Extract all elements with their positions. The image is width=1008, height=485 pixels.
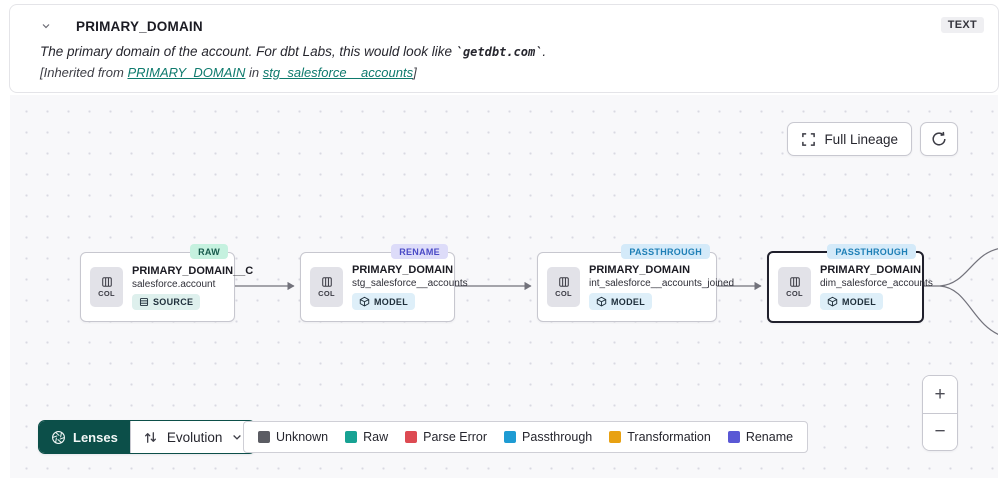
legend-swatch [405, 431, 418, 443]
col-chip-label: COL [555, 289, 572, 298]
legend-swatch [345, 431, 358, 443]
description-code: `getdbt.com` [455, 45, 543, 59]
legend-item-parse-error: Parse Error [405, 430, 487, 444]
resource-type-label: MODEL [374, 296, 408, 307]
lineage-node-int-salesforce-accounts-joined[interactable]: PASSTHROUGH COL PRIMARY_DOMAIN int_sales… [537, 244, 734, 322]
node-body: PRIMARY_DOMAIN dim_salesforce_accounts M… [820, 264, 933, 310]
node-model-name: stg_salesforce__accounts [352, 278, 468, 289]
legend-label: Unknown [276, 430, 329, 444]
inherited-suffix: ] [413, 65, 417, 80]
resource-type-label: MODEL [842, 296, 876, 307]
lens-dropdown[interactable]: Evolution [129, 421, 256, 453]
title-row: PRIMARY_DOMAIN TEXT [26, 15, 984, 37]
lineage-node-dim-salesforce-accounts[interactable]: PASSTHROUGH COL PRIMARY_DOMAIN dim_sales… [767, 244, 933, 323]
lineage-status-badge: RENAME [391, 244, 448, 259]
node-column-name: PRIMARY_DOMAIN [589, 264, 691, 276]
legend-item-transformation: Transformation [609, 430, 711, 444]
legend-swatch [258, 431, 270, 443]
col-chip-label: COL [98, 289, 115, 298]
legend-label: Rename [745, 430, 794, 444]
aperture-icon [51, 430, 66, 445]
legend-item-rename: Rename [727, 430, 794, 444]
node-model-name: salesforce.account [132, 278, 216, 290]
node-body: PRIMARY_DOMAIN stg_salesforce__accounts … [352, 264, 468, 310]
lineage-legend: Unknown Raw Parse Error Passthrough Tran… [243, 421, 809, 453]
zoom-controls: + − [922, 375, 958, 451]
legend-label: Raw [363, 430, 389, 444]
node-model-name: dim_salesforce_accounts [820, 278, 933, 289]
column-chip: COL [310, 267, 343, 307]
lineage-edges [235, 248, 998, 335]
lenses-button[interactable]: Lenses [39, 421, 130, 453]
columns-icon [101, 276, 113, 288]
refresh-button[interactable] [920, 122, 958, 156]
column-chip: COL [778, 267, 811, 307]
column-description: The primary domain of the account. For d… [40, 44, 982, 59]
lineage-node-salesforce-account[interactable]: RAW COL PRIMARY_DOMAIN__C salesforce.acc… [80, 244, 253, 322]
refresh-icon [931, 131, 947, 147]
legend-item-raw: Raw [345, 430, 388, 444]
resource-type-label: SOURCE [153, 296, 194, 307]
resource-type-badge: SOURCE [132, 293, 201, 310]
zoom-out-button[interactable]: − [923, 413, 957, 450]
description-period: . [542, 44, 547, 59]
legend-item-unknown: Unknown [258, 430, 328, 444]
column-chip: COL [547, 267, 580, 307]
model-cube-icon [827, 296, 838, 307]
inherited-from-line: [Inherited from PRIMARY_DOMAIN in stg_sa… [40, 65, 982, 80]
legend-swatch [609, 431, 622, 443]
chevron-down-icon [231, 431, 243, 443]
node-body: PRIMARY_DOMAIN__C salesforce.account SOU… [132, 265, 253, 310]
resource-type-badge: MODEL [589, 293, 652, 310]
data-type-badge: TEXT [940, 17, 984, 33]
model-cube-icon [596, 296, 607, 307]
lens-controls: Lenses Evolution [38, 420, 257, 454]
full-lineage-label: Full Lineage [824, 131, 898, 147]
source-icon [139, 297, 149, 307]
columns-icon [558, 276, 570, 288]
inherited-prefix: [Inherited from [40, 65, 128, 80]
collapse-chevron-icon[interactable] [38, 18, 54, 34]
legend-item-passthrough: Passthrough [504, 430, 592, 444]
node-column-name: PRIMARY_DOMAIN__C [132, 264, 254, 277]
legend-swatch [504, 431, 517, 443]
model-cube-icon [359, 296, 370, 307]
lens-selected-label: Evolution [166, 429, 223, 445]
column-chip: COL [90, 267, 123, 307]
full-lineage-button[interactable]: Full Lineage [787, 122, 912, 156]
legend-swatch [727, 431, 740, 443]
inherited-model-link[interactable]: stg_salesforce__accounts [262, 65, 414, 80]
lineage-canvas[interactable]: RAW COL PRIMARY_DOMAIN__C salesforce.acc… [10, 95, 998, 478]
lineage-node-stg-salesforce-accounts[interactable]: RENAME COL PRIMARY_DOMAIN stg_salesforce… [300, 244, 468, 322]
description-text: The primary domain of the account. For d… [40, 44, 456, 59]
lenses-label: Lenses [73, 429, 118, 445]
inherited-column-link[interactable]: PRIMARY_DOMAIN [127, 65, 246, 80]
lineage-status-badge: PASSTHROUGH [827, 244, 916, 259]
node-model-name: int_salesforce__accounts_joined [589, 278, 735, 289]
col-chip-label: COL [318, 289, 335, 298]
column-details-card: PRIMARY_DOMAIN TEXT The primary domain o… [9, 4, 999, 93]
resource-type-badge: MODEL [820, 293, 883, 310]
evolution-icon [143, 430, 158, 445]
legend-label: Transformation [627, 430, 711, 444]
lineage-status-badge: RAW [190, 244, 228, 259]
col-chip-label: COL [786, 289, 803, 298]
page-title: PRIMARY_DOMAIN [76, 18, 203, 34]
resource-type-label: MODEL [611, 296, 645, 307]
node-column-name: PRIMARY_DOMAIN [820, 264, 922, 276]
inherited-middle: in [245, 65, 263, 80]
legend-label: Passthrough [522, 430, 593, 444]
zoom-in-button[interactable]: + [923, 376, 957, 413]
node-body: PRIMARY_DOMAIN int_salesforce__accounts_… [589, 264, 734, 310]
resource-type-badge: MODEL [352, 293, 415, 310]
expand-icon [801, 132, 816, 147]
columns-icon [321, 276, 333, 288]
node-column-name: PRIMARY_DOMAIN [352, 264, 454, 276]
columns-icon [789, 276, 801, 288]
lineage-status-badge: PASSTHROUGH [621, 244, 710, 259]
legend-label: Parse Error [423, 430, 488, 444]
